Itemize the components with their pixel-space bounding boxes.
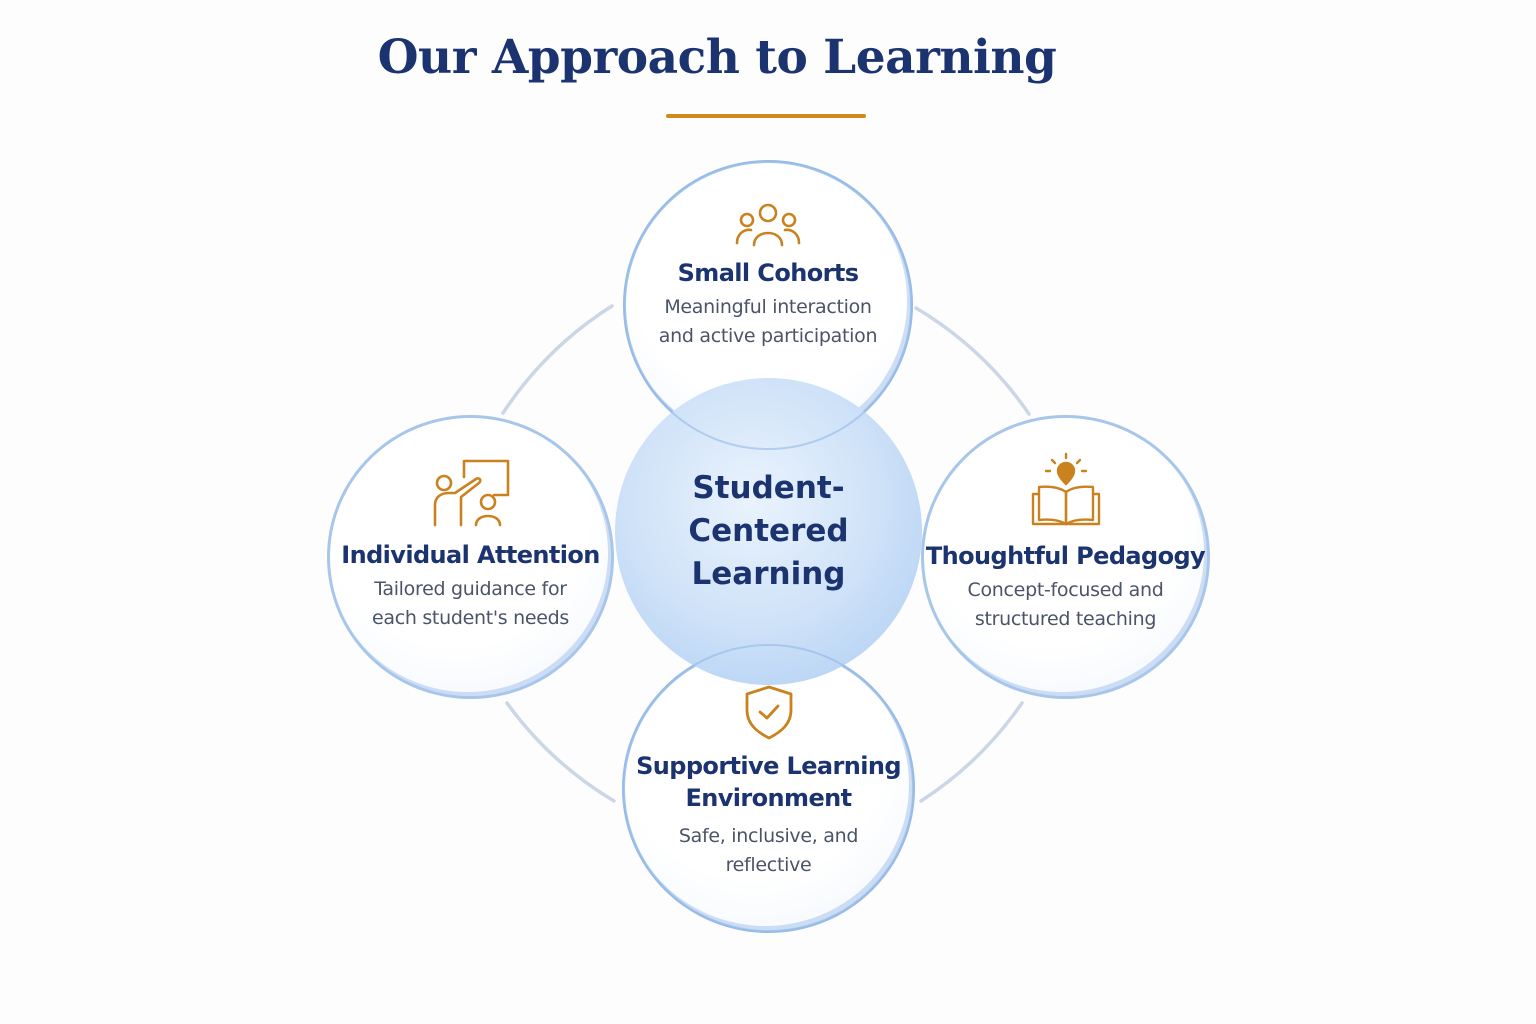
node-description-line: each student's needs xyxy=(371,607,570,629)
node-thoughtful-pedagogy: Thoughtful Pedagogy Concept-focused and … xyxy=(921,415,1210,699)
shield-check-icon xyxy=(745,685,792,739)
page-title: Our Approach to Learning xyxy=(377,30,1057,85)
node-description: Safe, inclusive, and reflective xyxy=(679,822,858,880)
node-description-line: Concept-focused and xyxy=(967,579,1164,601)
center-label-line: Centered xyxy=(688,513,849,549)
node-heading: Small Cohorts xyxy=(677,259,859,287)
node-individual-attention: Individual Attention Tailored guidance f… xyxy=(327,415,614,699)
center-label: Student- Centered Learning xyxy=(669,467,869,596)
node-supportive-environment: Supportive Learning Environment Safe, in… xyxy=(622,644,915,933)
center-label-line: Student- xyxy=(692,470,845,506)
node-description-line: structured teaching xyxy=(974,608,1157,630)
people-group-icon xyxy=(735,203,801,247)
node-heading-line: Environment xyxy=(685,783,852,812)
ring-arc-bottom-right xyxy=(919,701,1024,803)
node-heading: Supportive Learning Environment xyxy=(636,750,901,814)
center-label-line: Learning xyxy=(691,556,846,592)
teacher-board-icon xyxy=(433,459,509,527)
node-heading: Individual Attention xyxy=(341,541,600,569)
node-description-line: Tailored guidance for xyxy=(374,578,567,600)
center-node-student-centered: Student- Centered Learning xyxy=(615,378,922,685)
ring-arc-bottom-left xyxy=(505,701,616,803)
node-description: Concept-focused and structured teaching xyxy=(968,576,1164,634)
node-description: Tailored guidance for each student's nee… xyxy=(372,575,569,633)
node-heading-line: Supportive Learning xyxy=(636,751,901,780)
node-description-line: reflective xyxy=(725,853,812,876)
node-heading: Thoughtful Pedagogy xyxy=(925,542,1206,570)
node-description-line: Safe, inclusive, and xyxy=(678,824,859,847)
book-lightbulb-icon xyxy=(1031,452,1100,526)
ring-arc-top-left xyxy=(501,304,614,415)
ring-arc-top-right xyxy=(914,306,1031,416)
node-description: Meaningful interaction and active partic… xyxy=(658,293,878,351)
title-underline xyxy=(666,114,866,118)
node-description-line: Meaningful interaction xyxy=(664,296,872,318)
node-description-line: and active participation xyxy=(658,325,878,347)
